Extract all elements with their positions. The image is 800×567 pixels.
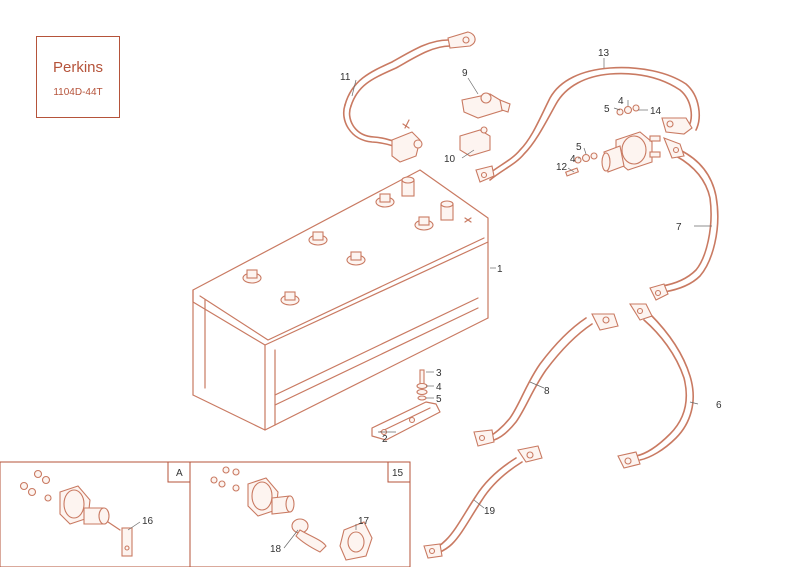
callout-17: 17 bbox=[358, 516, 370, 527]
callout-6: 6 bbox=[716, 400, 722, 411]
callout-4-switch: 4 bbox=[618, 96, 624, 107]
cable-7[interactable] bbox=[649, 137, 719, 301]
inset-a-switch[interactable] bbox=[19, 469, 133, 557]
callout-1: 1 bbox=[497, 264, 503, 275]
battery[interactable] bbox=[192, 169, 489, 431]
callout-3: 3 bbox=[436, 368, 442, 379]
cable-6[interactable] bbox=[617, 303, 694, 469]
callout-7: 7 bbox=[676, 222, 682, 233]
callout-5-bracket: 5 bbox=[436, 394, 442, 405]
terminal-cover-9[interactable] bbox=[461, 92, 511, 119]
mounting-bracket[interactable] bbox=[371, 369, 441, 441]
callout-11: 11 bbox=[340, 72, 351, 83]
callout-18: 18 bbox=[270, 544, 282, 555]
callout-numbers: 1 2 3 4 5 6 7 8 9 10 11 12 13 14 4 5 4 5… bbox=[142, 48, 722, 555]
callout-4-lower: 4 bbox=[570, 154, 576, 165]
callout-8: 8 bbox=[544, 386, 550, 397]
brand-box: Perkins 1104D-44T bbox=[36, 36, 120, 118]
engine-model: 1104D-44T bbox=[53, 87, 103, 98]
callout-5-lower: 5 bbox=[576, 142, 582, 153]
callout-16: 16 bbox=[142, 516, 154, 527]
callout-12: 12 bbox=[556, 162, 568, 173]
battery-caps bbox=[242, 193, 434, 306]
inset-label-a: A bbox=[176, 468, 183, 479]
cable-19[interactable] bbox=[423, 445, 543, 559]
callout-4-bracket: 4 bbox=[436, 382, 442, 393]
inset-15: 15 bbox=[189, 461, 411, 567]
callout-19: 19 bbox=[484, 506, 496, 517]
inset-a: A bbox=[0, 461, 191, 567]
cable-11[interactable] bbox=[343, 31, 476, 163]
inset-15-switch[interactable] bbox=[210, 466, 373, 561]
cable-13[interactable] bbox=[475, 66, 700, 183]
callout-5-switch: 5 bbox=[604, 104, 610, 115]
terminal-clamp-10[interactable] bbox=[459, 126, 491, 157]
callout-10: 10 bbox=[444, 154, 456, 165]
battery-isolator-switch[interactable] bbox=[601, 131, 661, 173]
callout-2: 2 bbox=[382, 434, 388, 445]
callout-13: 13 bbox=[598, 48, 610, 59]
callout-9: 9 bbox=[462, 68, 468, 79]
cable-8[interactable] bbox=[473, 313, 619, 447]
inset-label-15: 15 bbox=[392, 468, 404, 479]
brand-name: Perkins bbox=[52, 59, 104, 76]
battery-terminals[interactable] bbox=[401, 176, 472, 223]
leader-lines bbox=[127, 58, 712, 549]
callout-14: 14 bbox=[650, 106, 662, 117]
